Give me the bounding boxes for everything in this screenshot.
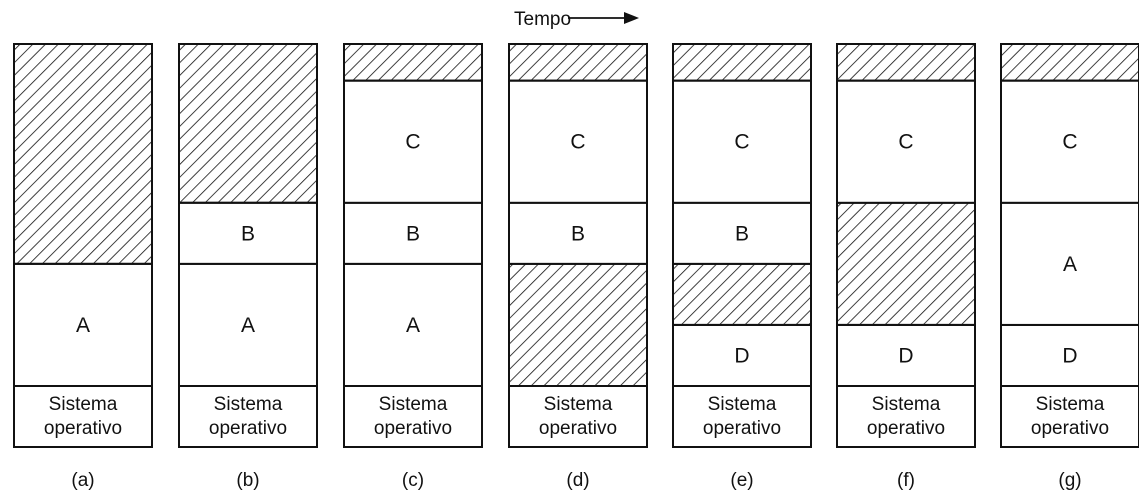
os-label: operativo xyxy=(209,418,287,439)
os-block xyxy=(508,385,648,448)
os-block xyxy=(343,385,483,448)
os-label: Sistema xyxy=(544,394,613,415)
process-block xyxy=(508,201,648,265)
os-label: operativo xyxy=(1031,418,1109,439)
free-memory-block xyxy=(13,43,153,265)
memory-column: A B Sistema operativo (b) xyxy=(178,43,318,491)
process-block xyxy=(836,79,976,204)
time-axis: Tempo xyxy=(514,9,639,30)
process-label: A xyxy=(406,314,420,337)
free-memory-block xyxy=(508,43,648,82)
process-label: C xyxy=(734,131,749,154)
memory-column: B C Sistema operativo (d) xyxy=(508,43,648,491)
process-label: A xyxy=(76,314,90,337)
process-label: B xyxy=(241,222,255,245)
os-label: Sistema xyxy=(872,394,941,415)
os-label: operativo xyxy=(44,418,122,439)
free-memory-block xyxy=(178,43,318,204)
process-block xyxy=(1000,323,1139,387)
process-label: C xyxy=(405,131,420,154)
column-caption: (d) xyxy=(566,470,589,491)
os-label: Sistema xyxy=(214,394,283,415)
os-block xyxy=(672,385,812,448)
column-caption: (e) xyxy=(730,470,753,491)
process-label: A xyxy=(241,314,255,337)
os-block xyxy=(1000,385,1139,448)
process-block xyxy=(672,79,812,204)
process-label: D xyxy=(1062,344,1077,367)
column-caption: (c) xyxy=(402,470,424,491)
column-caption: (b) xyxy=(236,470,259,491)
process-label: A xyxy=(1063,253,1077,276)
column-caption: (a) xyxy=(71,470,94,491)
process-label: D xyxy=(898,344,913,367)
process-label: B xyxy=(735,222,749,245)
os-label: operativo xyxy=(867,418,945,439)
os-label: Sistema xyxy=(708,394,777,415)
os-label: operativo xyxy=(539,418,617,439)
process-label: C xyxy=(570,131,585,154)
process-block xyxy=(508,79,648,204)
memory-column: A B C Sistema operativo (c) xyxy=(343,43,483,491)
os-label: Sistema xyxy=(49,394,118,415)
free-memory-block xyxy=(672,262,812,326)
memory-columns: A Sistema operativo (a) A B Sistema operativo (b… xyxy=(13,43,1139,491)
process-block xyxy=(343,201,483,265)
free-memory-block xyxy=(836,201,976,326)
column-caption: (g) xyxy=(1058,470,1081,491)
memory-column: A Sistema operativo (a) xyxy=(13,43,153,491)
process-block xyxy=(343,79,483,204)
memory-column: D A C Sistema operativo (g) xyxy=(1000,43,1139,491)
process-block xyxy=(672,323,812,387)
process-block xyxy=(343,262,483,388)
os-label: Sistema xyxy=(1036,394,1105,415)
os-label: operativo xyxy=(703,418,781,439)
process-label: C xyxy=(898,131,913,154)
process-block xyxy=(178,201,318,265)
os-label: Sistema xyxy=(379,394,448,415)
os-block xyxy=(178,385,318,448)
process-label: D xyxy=(734,344,749,367)
os-block xyxy=(836,385,976,448)
free-memory-block xyxy=(1000,43,1139,82)
process-block xyxy=(672,201,812,265)
free-memory-block xyxy=(343,43,483,82)
memory-column: D C Sistema operativo (f) xyxy=(836,43,976,491)
os-label: operativo xyxy=(374,418,452,439)
process-block xyxy=(1000,201,1139,326)
free-memory-block xyxy=(508,262,648,388)
os-block xyxy=(13,385,153,448)
time-axis-label: Tempo xyxy=(514,9,571,30)
time-arrow-icon xyxy=(568,12,639,24)
process-label: B xyxy=(571,222,585,245)
memory-column: D B C Sistema operativo (e) xyxy=(672,43,812,491)
free-memory-block xyxy=(672,43,812,82)
process-label: C xyxy=(1062,131,1077,154)
process-label: B xyxy=(406,222,420,245)
column-caption: (f) xyxy=(897,470,915,491)
free-memory-block xyxy=(836,43,976,82)
